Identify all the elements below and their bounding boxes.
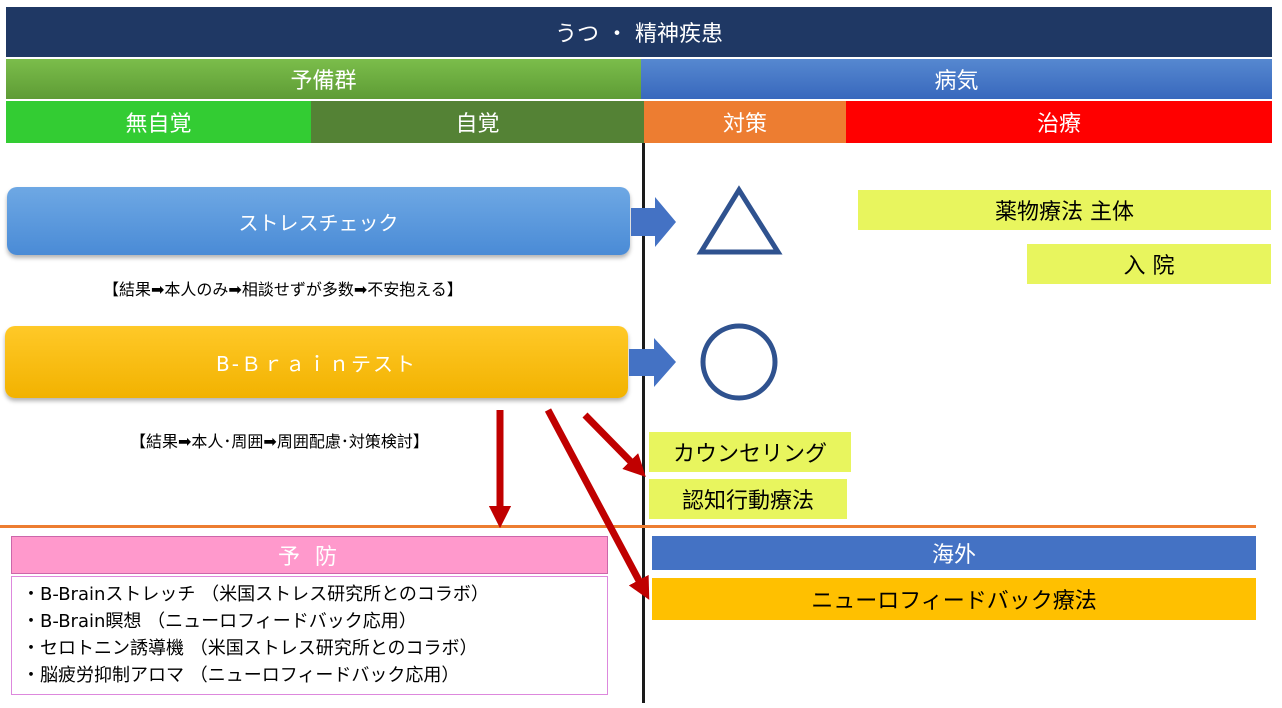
neurofeedback-box: ニューロフィードバック療法 (652, 578, 1256, 620)
stress-result-arrow (631, 197, 676, 247)
stress-check-note: 【結果➡本人のみ➡相談せずが多数➡不安抱える】 (103, 280, 463, 299)
prevention-item: ・B-Brain瞑想 （ニューロフィードバック応用） (22, 611, 417, 632)
prevention-item: ・脳疲労抑制アロマ （ニューロフィードバック応用） (22, 665, 460, 686)
stage-divider-vertical (642, 143, 645, 703)
overseas-header: 海外 (652, 536, 1256, 570)
stress-check-button[interactable]: ストレスチェック (7, 187, 630, 255)
prevention-list: ・B-Brainストレッチ （米国ストレス研究所とのコラボ） ・B-Brain瞑… (11, 576, 608, 695)
triangle-icon (696, 185, 783, 255)
header-illness: 病気 (641, 59, 1272, 99)
stage-aware: 自覚 (311, 101, 644, 143)
bbrain-test-note: 【結果➡本人･周囲➡周囲配慮･対策検討】 (130, 432, 429, 451)
drug-therapy-box: 薬物療法 主体 (858, 190, 1271, 230)
stage-measures: 対策 (644, 101, 846, 143)
stage-treatment: 治療 (846, 101, 1272, 143)
bbrain-test-button[interactable]: B-Ｂｒａｉｎテスト (5, 326, 628, 398)
circle-icon (700, 323, 778, 401)
counseling-box: カウンセリング (649, 432, 851, 472)
header-pre-group: 予備群 (6, 59, 641, 99)
section-divider-horizontal (0, 525, 1256, 528)
cbt-box: 認知行動療法 (649, 479, 847, 519)
arrow-to-measures (582, 412, 646, 477)
prevention-item: ・B-Brainストレッチ （米国ストレス研究所とのコラボ） (22, 584, 489, 605)
stage-unaware: 無自覚 (6, 101, 311, 143)
page-title: うつ ・ 精神疾患 (6, 7, 1272, 57)
hospitalization-box: 入 院 (1027, 244, 1271, 284)
bbrain-result-arrow (629, 338, 676, 387)
arrow-to-neurofeedback (544, 408, 650, 600)
prevention-header: 予 防 (11, 536, 608, 574)
prevention-item: ・セロトニン誘導機 （米国ストレス研究所とのコラボ） (22, 638, 478, 659)
